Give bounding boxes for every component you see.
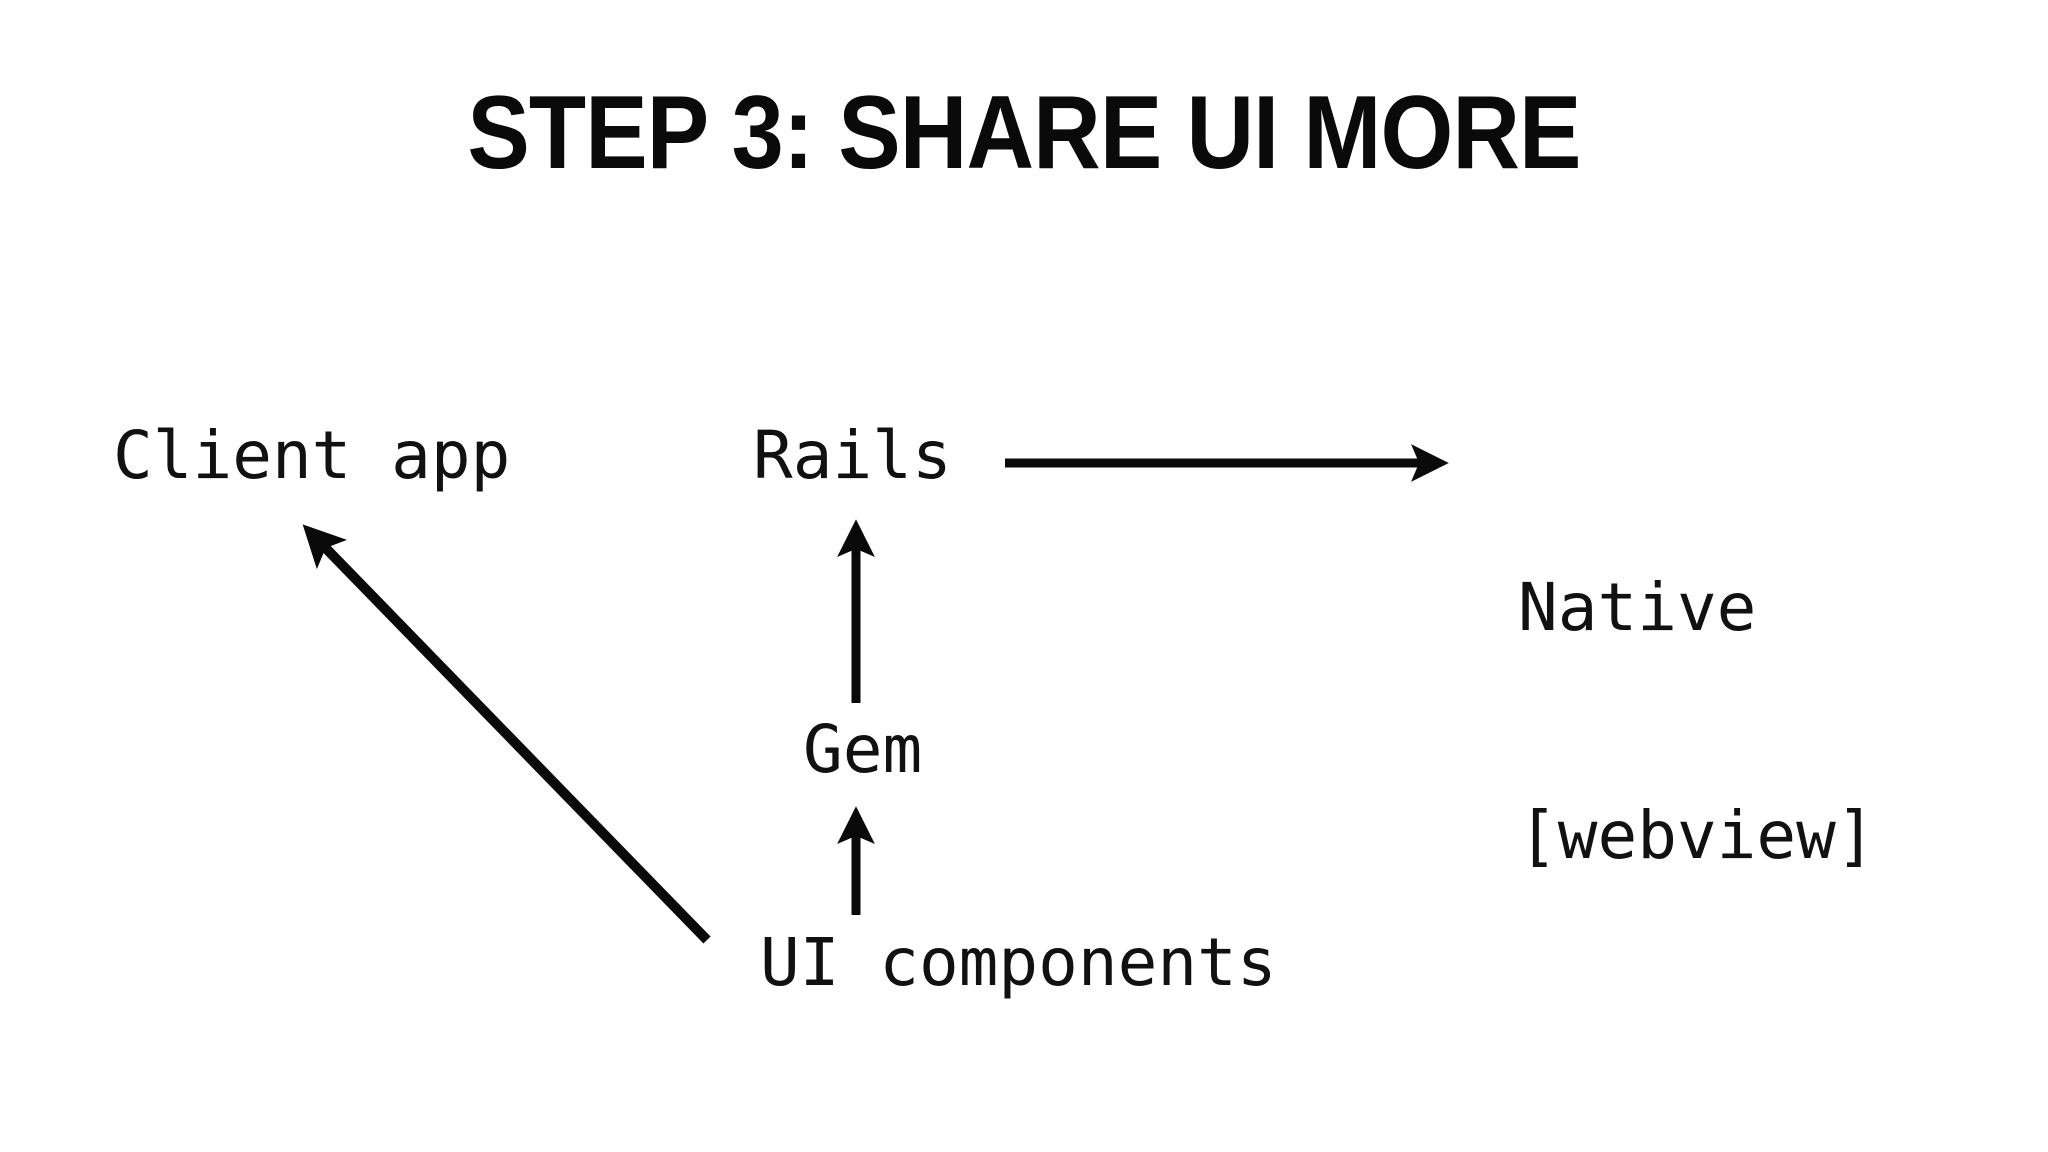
diagram-node-gem: Gem: [803, 711, 923, 788]
diagram-node-native-line2: [webview]: [1518, 797, 1876, 874]
diagram-node-rails: Rails: [753, 417, 952, 494]
diagram-node-client-app: Client app: [113, 417, 511, 494]
diagram-node-ui-components: UI components: [760, 924, 1277, 1001]
arrow-ui-components-to-client-app: [302, 524, 711, 944]
diagram-node-native-line1: Native: [1518, 569, 1757, 646]
page-title: STEP 3: SHARE UI MORE: [467, 75, 1581, 191]
diagram-node-native-webview: Native [webview]: [1518, 418, 1876, 1026]
